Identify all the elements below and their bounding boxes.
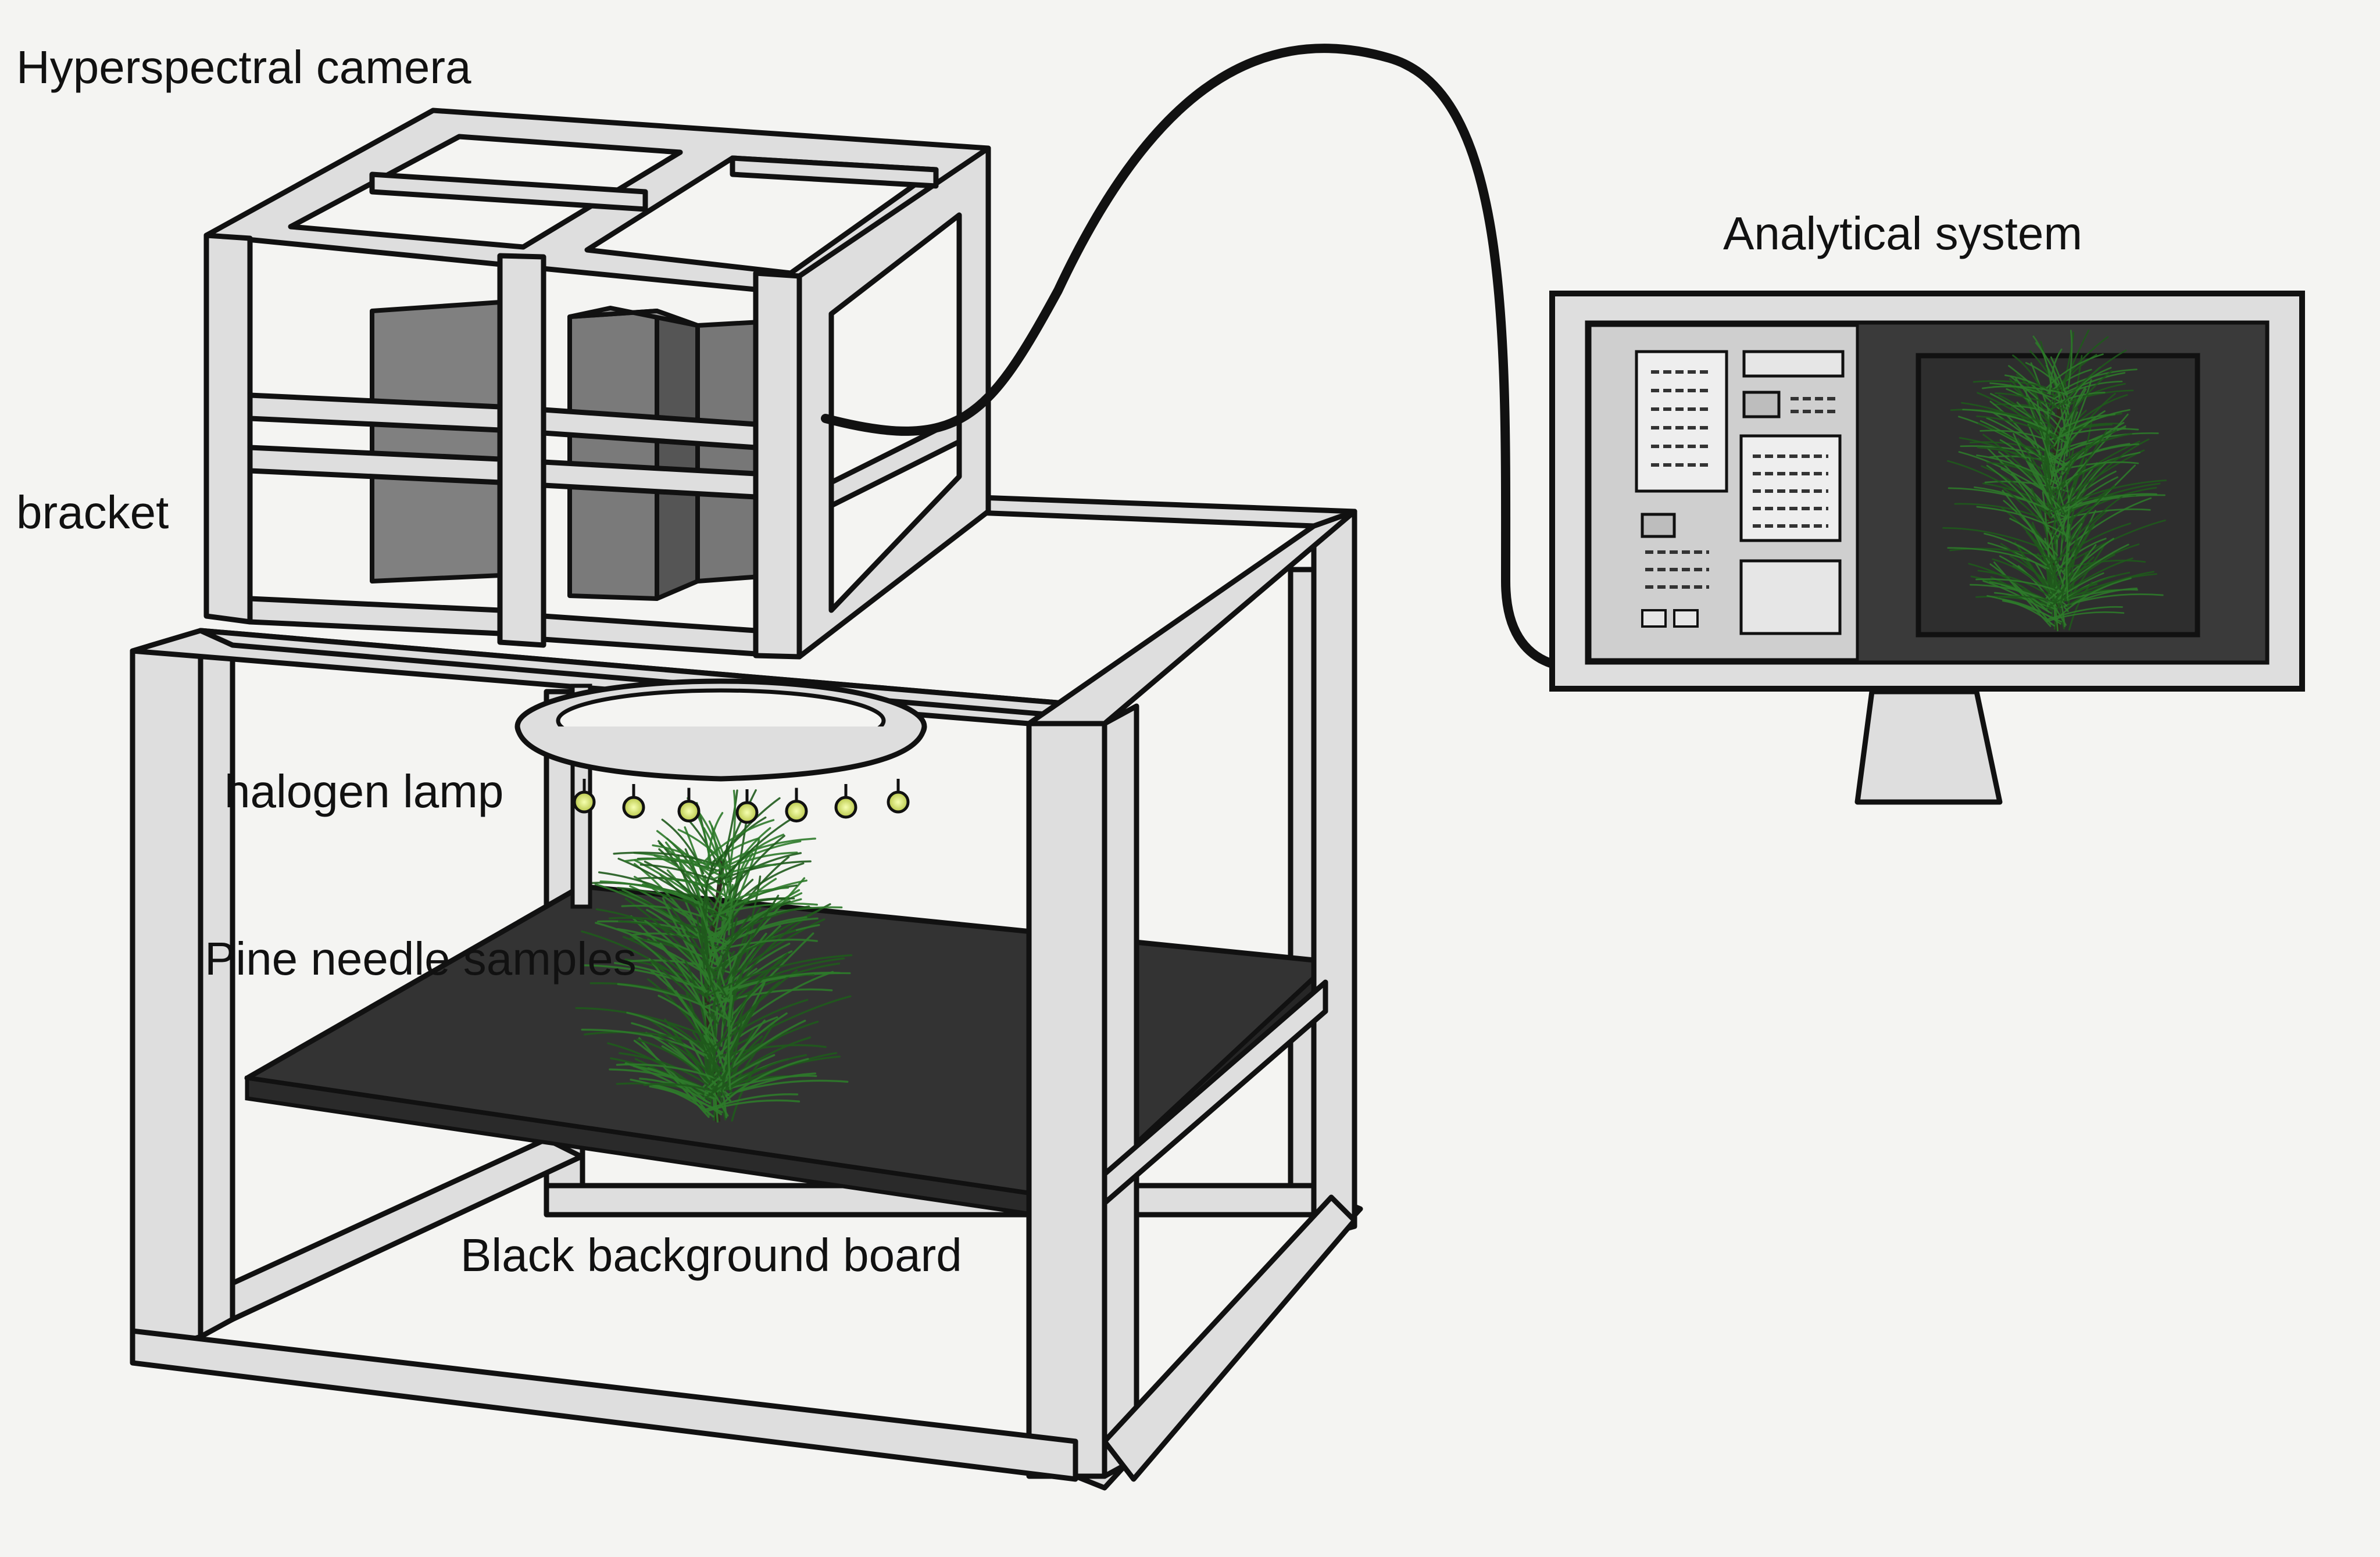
ui-panel-list [1635, 350, 1728, 493]
halogen-lamp [514, 678, 927, 909]
ui-panel-header [1742, 350, 1845, 378]
led-bulb [834, 796, 857, 819]
ui-panel-detail [1739, 434, 1842, 542]
label-hyperspectral-camera: Hyperspectral camera [16, 41, 471, 93]
ui-panel-preview [1739, 559, 1842, 635]
led-bulb [735, 801, 759, 824]
led-bulb [677, 800, 701, 823]
label-analytical-system: Analytical system [1723, 207, 2082, 259]
label-bracket: bracket [16, 486, 169, 538]
led-bulb [622, 796, 645, 819]
ui-thumb-2 [1641, 513, 1676, 538]
led-bulb [887, 790, 910, 814]
pine-needle-sample [575, 789, 853, 1123]
bracket-cage [203, 108, 991, 660]
label-pine-needle-samples: Pine needle samples [205, 933, 637, 985]
lamp-led-row [573, 779, 910, 824]
base-frame-front [130, 494, 1357, 1482]
analytical-system-monitor [1549, 291, 2305, 805]
led-bulb [785, 800, 808, 823]
ui-thumb [1742, 391, 1781, 418]
led-bulb [573, 790, 596, 814]
cable [821, 44, 1563, 670]
label-black-background-board: Black background board [460, 1229, 962, 1281]
label-halogen-lamp: halogen lamp [224, 765, 504, 817]
screen-pine-image [1942, 330, 2167, 632]
